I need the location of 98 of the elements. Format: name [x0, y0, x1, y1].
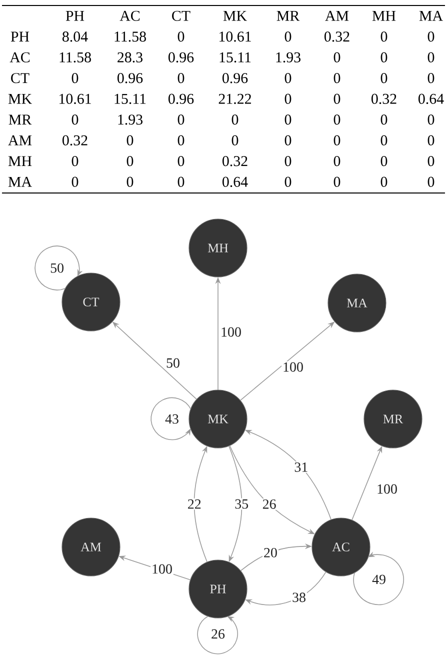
table-value: 0.32	[222, 156, 248, 166]
table-value: 21.22	[218, 94, 251, 104]
table-value: 0.96	[222, 73, 248, 84]
loop-arrow	[197, 616, 238, 654]
row-header: MH	[8, 156, 32, 166]
table-value: 0	[380, 135, 388, 146]
edge-label: 43	[164, 413, 180, 425]
table-value: 10.61	[60, 94, 91, 104]
table-value: 0	[334, 52, 340, 62]
table-value: 11.58	[60, 52, 91, 62]
table-value: 0	[126, 135, 134, 146]
table-value: 0	[380, 52, 388, 62]
table-value: 0	[334, 156, 340, 166]
table-value: 0	[380, 73, 388, 84]
table-value: 1.93	[276, 52, 300, 62]
loop-arrow	[150, 397, 192, 440]
table-value: 0	[126, 156, 134, 166]
table-value: 0	[334, 94, 340, 104]
edge-label: 100	[282, 361, 304, 373]
table-value: 0.96	[168, 94, 194, 104]
row-header: MK	[8, 94, 32, 104]
table-value: 8.04	[62, 32, 88, 42]
edge-label: 49	[371, 574, 387, 586]
edge-label: 50	[49, 262, 66, 274]
edge-label: 100	[220, 326, 242, 338]
column-header: CT	[172, 10, 190, 21]
table-value: 0	[334, 114, 340, 125]
column-header: AC	[120, 10, 140, 21]
table-value: 0	[72, 114, 78, 125]
table-value: 0	[334, 176, 340, 187]
column-header: MK	[223, 10, 247, 21]
row-header: CT	[11, 73, 30, 84]
table-value: 0.32	[324, 32, 350, 42]
table-value: 0	[284, 94, 292, 104]
row-header: MA	[8, 176, 32, 187]
edge-label: 31	[293, 462, 310, 473]
table-value: 0.32	[62, 135, 88, 146]
table-value: 0	[284, 176, 292, 187]
table-value: 0	[72, 156, 78, 166]
table-value: 0	[178, 156, 184, 166]
table-value: 0	[126, 176, 134, 187]
table-value: 0	[380, 32, 388, 42]
table-value: 0.96	[117, 73, 143, 84]
edge-label: 50	[165, 357, 181, 369]
edge-label: 20	[262, 546, 278, 558]
row-header: AC	[10, 52, 30, 62]
edge-label: 38	[291, 592, 307, 604]
table-value: 0	[428, 176, 434, 187]
table-value: 28.3	[118, 52, 142, 62]
row-header: PH	[10, 32, 30, 42]
table-value: 11.58	[114, 32, 146, 42]
table-value: 0	[72, 176, 78, 187]
table-value: 0	[428, 32, 434, 42]
table-value: 0	[428, 114, 434, 125]
table-value: 0	[232, 114, 238, 125]
table-value: 0.64	[222, 176, 248, 187]
table-value: 0	[284, 73, 292, 84]
edge-label: 100	[150, 563, 174, 575]
table-value: 0	[284, 114, 292, 125]
table-value: 0	[232, 135, 238, 146]
edge-label: 22	[186, 498, 202, 510]
loop-arrow	[34, 246, 83, 290]
table-value: 0	[178, 32, 184, 42]
column-header: MR	[276, 10, 300, 21]
table-value: 0	[380, 176, 388, 187]
table-value: 0	[428, 135, 434, 146]
table-value: 1.93	[118, 114, 142, 125]
table-value: 0	[284, 135, 292, 146]
table-value: 0	[284, 32, 292, 42]
table-value: 0	[428, 52, 434, 62]
column-header: PH	[66, 10, 84, 21]
table-value: 0.32	[371, 94, 396, 104]
table-value: 0	[178, 73, 184, 84]
table-value: 0.64	[418, 94, 444, 104]
table-value: 0	[380, 114, 388, 125]
table-value: 0	[178, 114, 184, 125]
edge-label: 26	[261, 498, 278, 510]
table-value: 0	[178, 135, 184, 146]
edge-label: 100	[376, 483, 398, 495]
table-value: 15.11	[114, 94, 146, 104]
table-value: 0	[72, 73, 78, 84]
table-value: 0	[284, 156, 292, 166]
table-value: 0	[428, 156, 434, 166]
edge-label: 26	[210, 628, 226, 640]
column-header: MH	[372, 10, 396, 21]
table-value: 0	[334, 135, 340, 146]
edge-label: 35	[234, 498, 250, 510]
table-value: 10.61	[220, 32, 251, 42]
table-value: 0	[334, 73, 340, 84]
column-header: AM	[325, 10, 349, 21]
table-value: 0	[380, 156, 388, 166]
row-header: AM	[8, 135, 32, 146]
table-value: 0	[428, 73, 434, 84]
table-value: 15.11	[220, 52, 251, 62]
column-header: MA	[419, 10, 443, 21]
row-header: MR	[8, 114, 32, 124]
table-value: 0.96	[168, 52, 194, 62]
table-value: 0	[178, 176, 184, 187]
